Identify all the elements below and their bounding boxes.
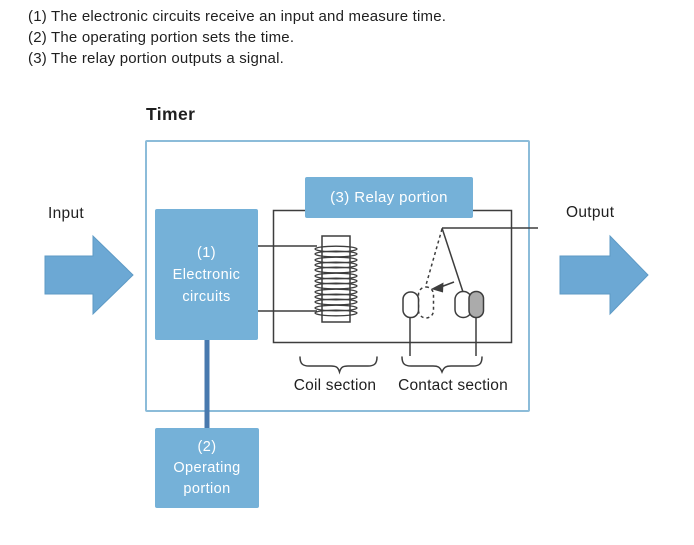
electronic-circuits-box: (1) Electronic circuits	[155, 209, 258, 340]
notes-block: (1) The electronic circuits receive an i…	[28, 6, 446, 69]
timer-boundary-box	[145, 140, 530, 412]
coil-windings-icon	[314, 245, 358, 317]
operating-portion-box: (2) Operating portion	[155, 428, 259, 508]
input-label: Input	[48, 205, 84, 222]
contact-section-label: Contact section	[398, 377, 508, 394]
relay-armature-dashed	[425, 228, 443, 286]
note-line-3: (3) The relay portion outputs a signal.	[28, 50, 284, 67]
contact-dashed-pill	[417, 286, 435, 319]
contact-section-brace	[401, 356, 483, 375]
relay-armature	[441, 227, 464, 293]
timer-title: Timer	[146, 104, 196, 124]
output-label: Output	[566, 204, 615, 221]
note-line-2: (2) The operating portion sets the time.	[28, 29, 295, 46]
input-arrow-icon	[44, 234, 134, 316]
output-arrow-icon	[559, 234, 649, 316]
contact-motion-arrow-icon	[431, 281, 455, 293]
note-line-1: (1) The electronic circuits receive an i…	[28, 8, 447, 25]
coil-section-label: Coil section	[293, 377, 377, 394]
contact-right-gray-pill	[468, 290, 485, 319]
coil-section-brace	[299, 356, 378, 375]
contact-left-pill	[402, 291, 420, 319]
relay-portion-label: (3) Relay portion	[305, 177, 473, 218]
